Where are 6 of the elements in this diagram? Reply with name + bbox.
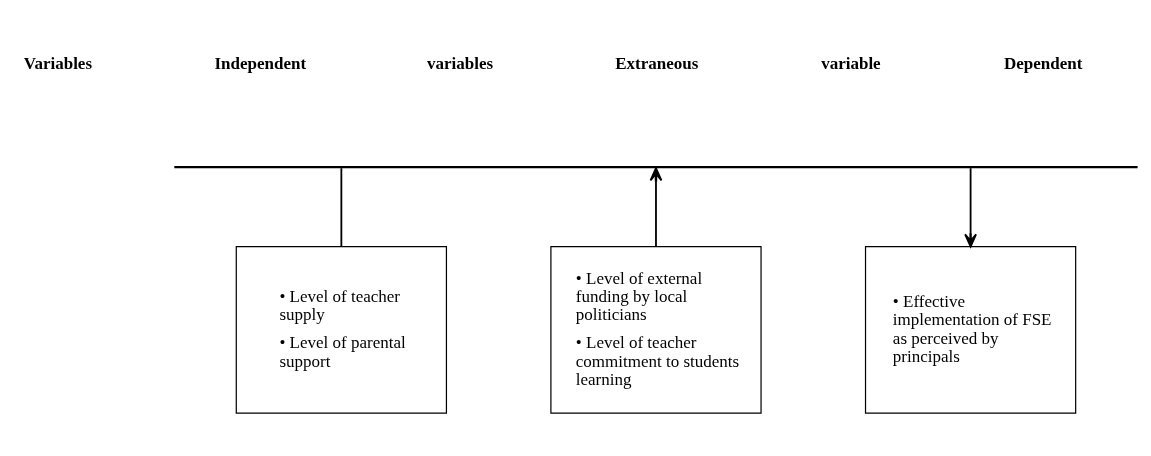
label: Independent — [214, 53, 307, 73]
label: Dependent — [1004, 53, 1083, 73]
label: Extraneous — [615, 53, 699, 73]
label: variable — [821, 53, 881, 73]
label: variables — [427, 53, 494, 73]
label: Variables — [23, 53, 93, 73]
